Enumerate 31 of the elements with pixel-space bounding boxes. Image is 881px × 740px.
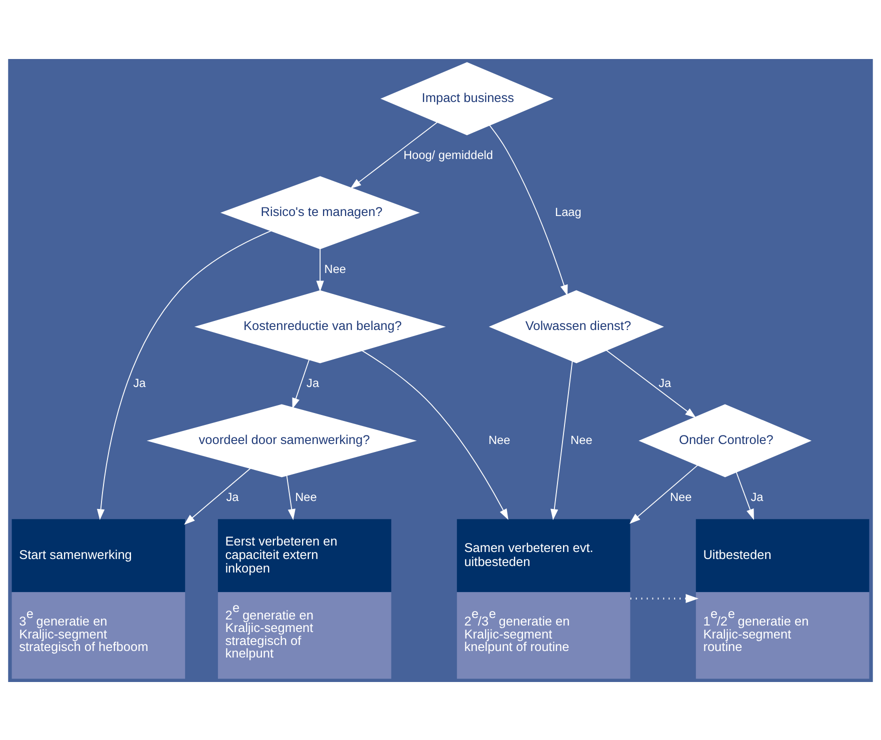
edge-label: Ja	[750, 489, 764, 504]
node-diamond: Impact business	[380, 62, 554, 135]
arrow	[736, 471, 754, 520]
edge-label: Ja	[133, 375, 146, 390]
arrow	[96, 230, 272, 520]
node-diamond: Kostenreductie van belang?	[194, 290, 446, 363]
arrow	[550, 360, 573, 520]
edge-label: Nee	[324, 261, 346, 276]
edge-label: Ja	[306, 375, 320, 390]
node-diamond: Volwassen dienst?	[488, 290, 664, 363]
edge-label: Ja	[658, 375, 672, 390]
edge-label: Nee	[570, 432, 592, 446]
arrow	[629, 464, 698, 524]
node-diamond: voordeel door samenwerking?	[146, 404, 417, 477]
edge-label: Ja	[226, 489, 239, 504]
edge-label: Nee	[295, 489, 317, 504]
arrow	[184, 468, 251, 524]
node-diamond: Onder Controle?	[638, 404, 812, 477]
arrow	[292, 358, 310, 408]
edge-label: Nee	[488, 432, 510, 446]
arrow	[630, 594, 699, 603]
edge-label: Hoog/ gemiddeld	[403, 147, 494, 162]
arrow	[286, 474, 296, 520]
arrow	[350, 121, 438, 188]
arrow	[606, 349, 696, 418]
arrow	[489, 124, 568, 296]
arrow	[362, 350, 508, 520]
node-diamond: Risico's te managen?	[220, 176, 420, 249]
arrow	[316, 248, 324, 292]
edge-label: Nee	[670, 489, 692, 504]
edge-label: Laag	[555, 204, 582, 218]
